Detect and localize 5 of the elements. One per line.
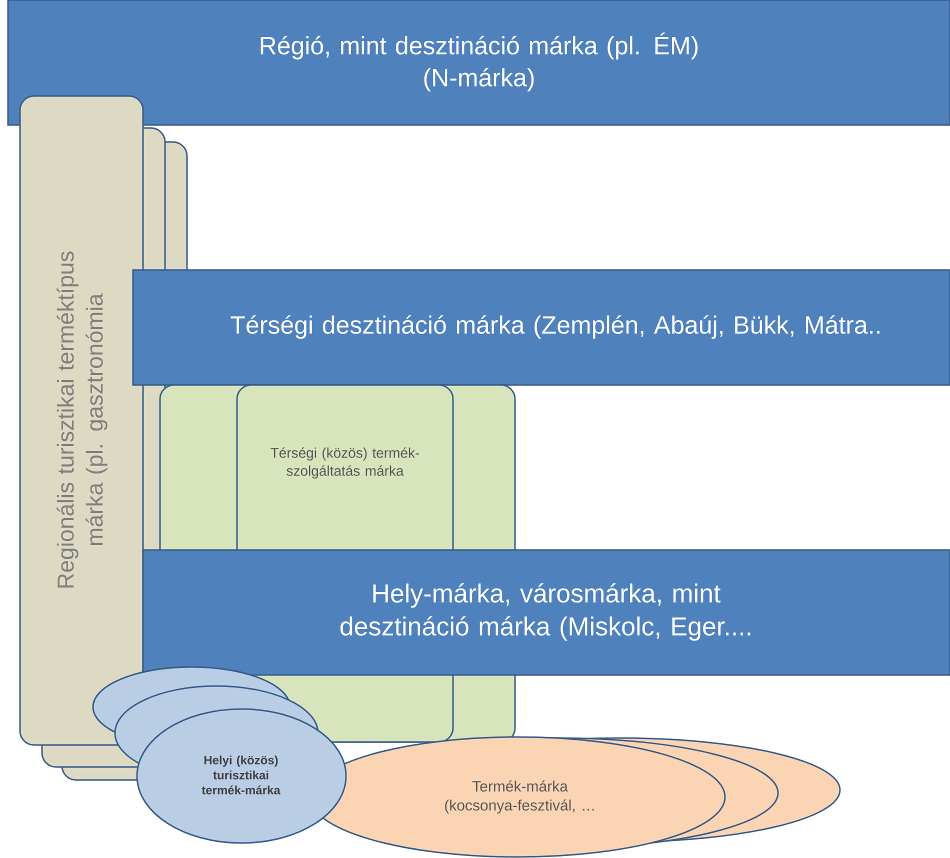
- banner: Régió, mint desztináció márka (pl. ÉM) (N-márka): [7, 0, 950, 126]
- stacked-ellipses: Termék-márka (kocsonya-fesztivál, …: [309, 736, 841, 858]
- banner: Térségi desztináció márka (Zemplén, Abaúj, Bükk, Mátra..: [132, 269, 950, 386]
- stacked-ellipses: Helyi (közös) turisztikai termék-márka: [92, 666, 347, 844]
- banner: Hely-márka, városmárka, mint desztináció márka (Miskolc, Eger....: [142, 549, 950, 676]
